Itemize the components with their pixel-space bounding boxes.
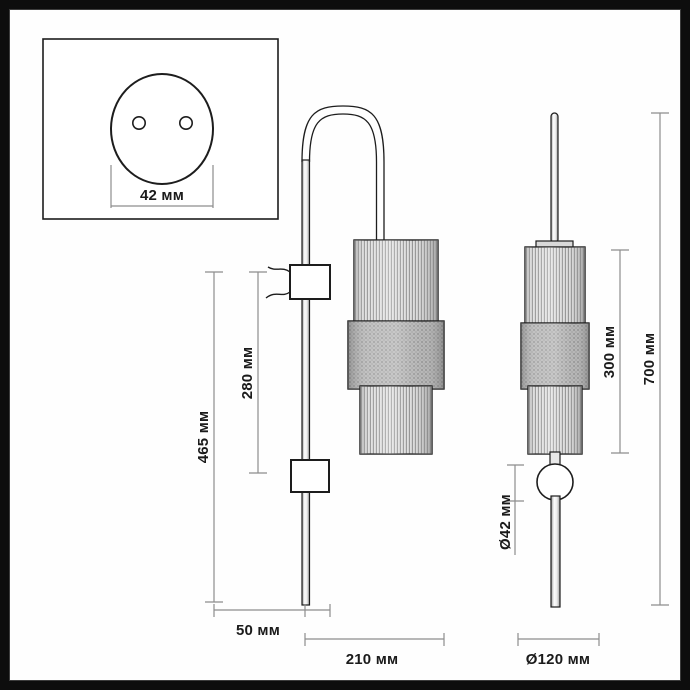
technical-drawing-svg: 42 мм [42,38,669,668]
side-lamp-body [520,246,590,455]
ball-joint [536,463,574,501]
arc-arm-outer [301,105,385,242]
mounting-hole-right [179,116,194,131]
front-elevation-view: 465 мм 280 мм 50 мм [195,105,445,668]
top-rod [535,112,574,249]
dim-projection: 210 мм [304,633,445,668]
arc-arm-inner [308,113,378,242]
switch-box-upper [265,264,331,300]
label-base-diameter: Ø120 мм [526,651,590,668]
wire-squiggle-top [267,266,291,273]
label-cord-upper: 280 мм [239,347,256,400]
label-projection: 210 мм [346,651,399,668]
side-cylinder-lower-shade [528,386,582,454]
wire-squiggle-bottom [265,291,291,299]
front-lamp-body [347,239,445,455]
dim-rod-diameter: Ø42 мм [497,464,524,555]
front-cylinder-upper-shade [354,240,438,332]
stem-rod [550,495,561,608]
label-rod-diameter: Ø42 мм [497,494,514,550]
switch-box-upper-body [289,264,331,300]
switch-box-lower [290,459,330,493]
dim-body-height: 300 мм [601,249,629,454]
label-bracket-offset: 50 мм [236,622,280,639]
dim-cord-total: 465 мм [195,271,223,603]
dim-base-diameter: Ø120 мм [517,633,600,668]
side-cylinder-upper-shade [525,247,585,331]
inset-detail-view: 42 мм [42,38,279,220]
dim-bracket-offset: 50 мм [213,604,331,639]
mounting-plate-circle [110,73,214,185]
dim-cord-upper: 280 мм [239,271,267,474]
front-knurled-band-shade [348,321,444,389]
drawing-canvas: 42 мм [10,10,680,680]
switch-box-lower-body [290,459,330,493]
side-knurled-band-shade [521,323,589,389]
mounting-hole-left [132,116,147,131]
cord-shaft [301,159,311,606]
label-body-height: 300 мм [601,326,618,379]
top-rod-shaft [550,112,559,244]
label-overall-height: 700 мм [641,333,658,386]
side-elevation-view: 300 мм 700 мм Ø42 мм [497,112,669,668]
dim-plate-diameter: 42 мм [110,165,214,208]
label-cord-total: 465 мм [195,411,212,464]
front-cylinder-lower-shade [360,386,432,454]
power-cord [301,105,385,606]
ball-joint-assembly [536,451,574,608]
dim-overall-height: 700 мм [641,112,669,606]
label-plate-diameter: 42 мм [140,187,184,204]
